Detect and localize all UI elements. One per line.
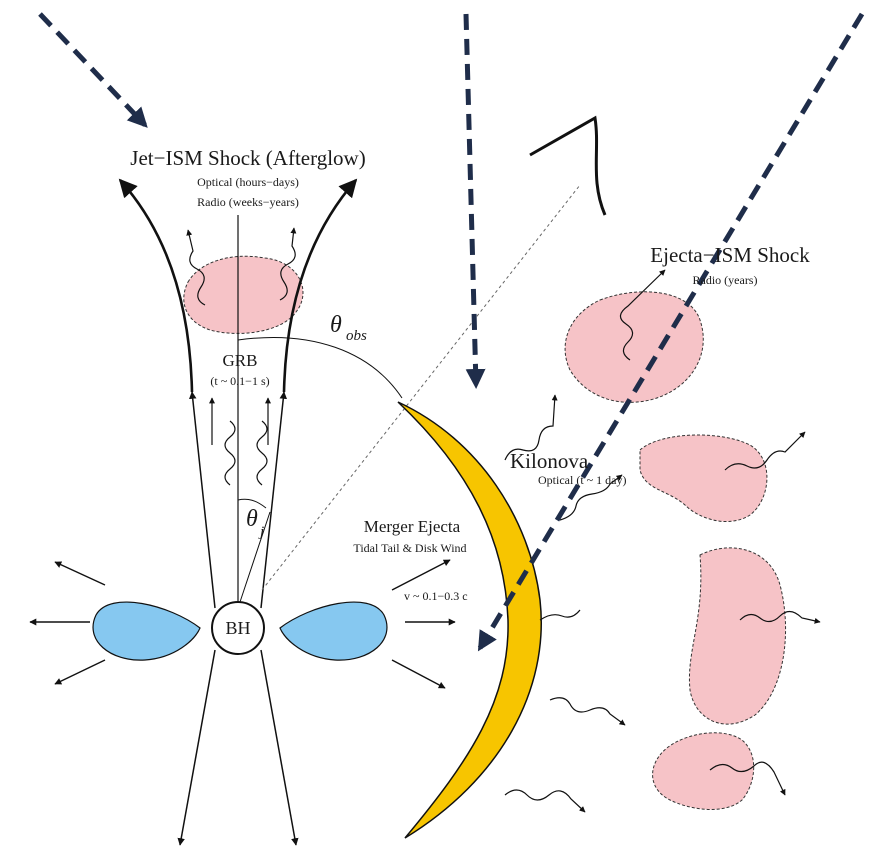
grb-time-label: (t ~ 0.1−1 s) [210,374,269,388]
jet-line-up-right [261,392,284,608]
wind-arrow-up-right [392,560,450,590]
jet-ism-shock-title: Jet−ISM Shock (Afterglow) [130,146,365,170]
theta-j-subscript: j [258,524,264,540]
jet-radio-label: Radio (weeks−years) [197,195,299,209]
velocity-label: v ~ 0.1−0.3 c [404,589,468,603]
wind-arrow-down-left [55,660,105,684]
wind-arrow-down-right [392,660,445,688]
dashed-arrow-topleft [40,14,145,125]
photon-kilonova-3 [540,610,580,620]
dashed-arrow-center [466,14,476,385]
ejecta-radio-label: Radio (years) [693,273,758,287]
disk-lobe-left [93,602,200,660]
ejecta-blob-1 [565,292,703,403]
merger-ejecta-label: Merger Ejecta [364,517,461,536]
jet-optical-label: Optical (hours−days) [197,175,299,189]
photon-kilonova-5 [505,790,585,812]
afterglow-blob [184,256,303,333]
jet-line-down-left [180,650,215,845]
theta-obs-subscript: obs [346,328,367,344]
ejecta-ism-shock-title: Ejecta−ISM Shock [650,243,810,267]
kilonova-label: Kilonova [510,449,589,473]
photon-grb-1 [225,421,235,485]
ejecta-blob-3 [689,548,785,724]
theta-obs-arc [238,337,402,398]
wind-arrow-up-left [55,562,105,585]
tidal-tail-label: Tidal Tail & Disk Wind [353,541,466,555]
photon-kilonova-4 [550,698,625,725]
photon-grb-2 [257,421,267,485]
theta-j-symbol: θ [246,506,258,532]
disk-lobe-right [280,602,387,660]
grb-label: GRB [223,351,258,370]
bh-label: BH [225,618,250,638]
theta-obs-symbol: θ [330,312,342,338]
observer-eye-icon [530,118,605,215]
ejecta-blob-2 [640,435,767,522]
jet-outer-left [120,180,192,392]
jet-line-down-right [261,650,296,845]
kilonova-optical-label: Optical (t ~ 1 day) [538,473,626,487]
